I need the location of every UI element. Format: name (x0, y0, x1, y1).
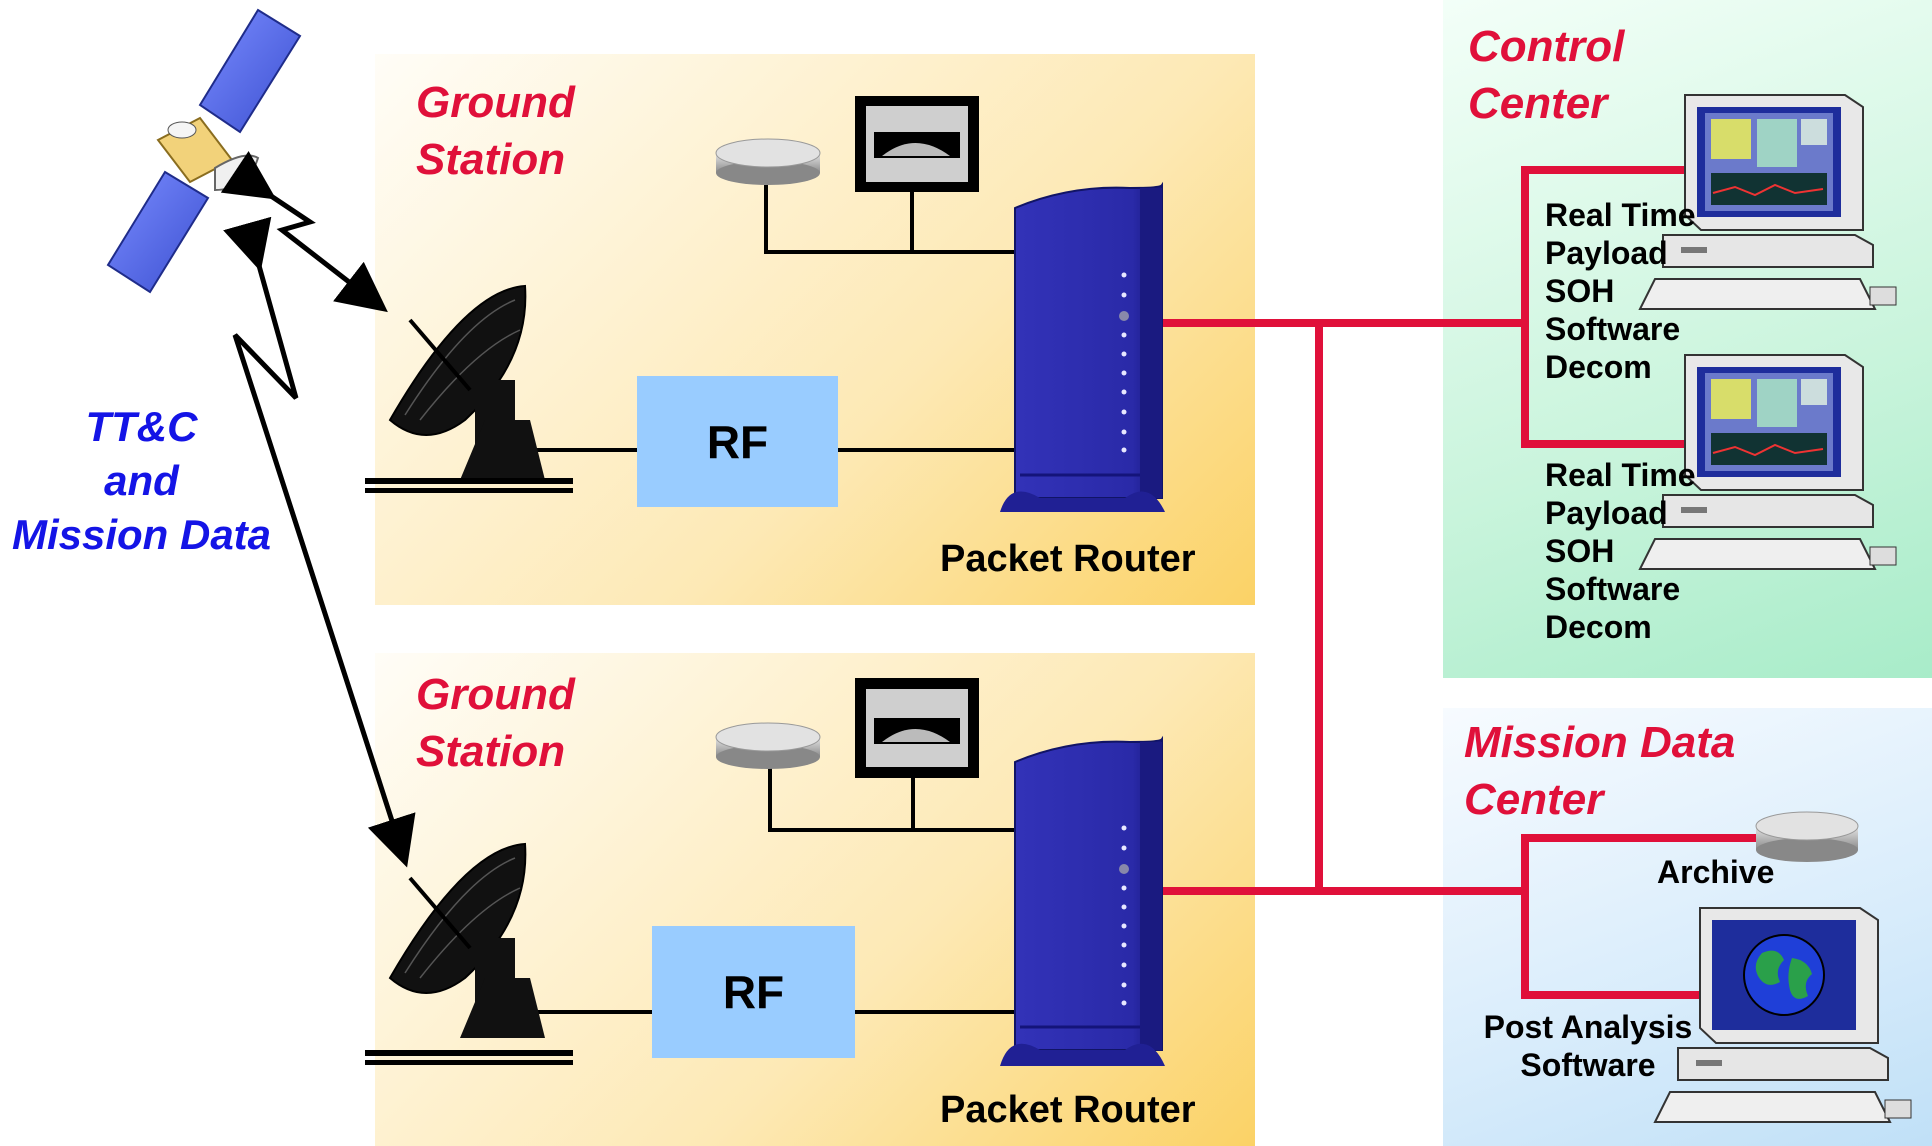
gs2-cables (520, 760, 1015, 1014)
workstation-1-label: Real Time Payload SOH Software Decom (1545, 196, 1696, 386)
ground-station-title: Ground Station (416, 74, 575, 188)
packet-router-server-icon (1000, 735, 1165, 1066)
rf-box: RF (652, 926, 855, 1058)
satellite-dish-icon (365, 842, 573, 1065)
title-line: Ground (416, 670, 575, 719)
link-label-line: TT&C (85, 403, 198, 450)
link-label: TT&C and Mission Data (4, 400, 279, 562)
title-line: Mission Data (1464, 718, 1736, 767)
workstation-label-line: Payload (1545, 495, 1668, 531)
workstation-label-line: Real Time (1545, 457, 1696, 493)
link-label-line: and (104, 457, 179, 504)
title-line: Center (1468, 79, 1608, 128)
title-line: Control (1468, 22, 1625, 71)
control-center-title: Control Center (1468, 18, 1624, 132)
disk-drive-icon (715, 722, 821, 769)
workstation-label-line: Decom (1545, 609, 1652, 645)
post-analysis-label: Post Analysis Software (1478, 1008, 1698, 1084)
satellite-dish-icon (365, 284, 573, 493)
globe-icon (1743, 934, 1825, 1016)
gs1-cables (520, 185, 1015, 452)
workstation-label-line: Payload (1545, 235, 1668, 271)
title-line: Center (1464, 775, 1604, 824)
workstation-label-line: Software (1545, 311, 1681, 347)
ground-station-title: Ground Station (416, 666, 575, 780)
packet-router-server-icon (1000, 181, 1165, 512)
satellite-icon (106, 8, 302, 294)
mission-data-center-title: Mission Data Center (1464, 714, 1735, 828)
analysis-label-line: Software (1520, 1047, 1656, 1083)
disk-drive-icon (1755, 811, 1859, 862)
workstation-computer-icon (1653, 907, 1912, 1123)
workstation-label-line: SOH (1545, 533, 1615, 569)
packet-router-label: Packet Router (940, 1089, 1196, 1131)
rf-box: RF (637, 376, 838, 507)
title-line: Station (416, 727, 566, 776)
workstation-label-line: SOH (1545, 273, 1615, 309)
workstation-2-label: Real Time Payload SOH Software Decom (1545, 456, 1696, 646)
analysis-label-line: Post Analysis (1483, 1009, 1693, 1045)
rf-link-arrows (220, 151, 416, 868)
workstation-computer-icon (1638, 354, 1897, 570)
title-line: Ground (416, 78, 575, 127)
workstation-computer-icon (1638, 94, 1897, 310)
archive-label: Archive (1657, 854, 1775, 890)
workstation-label-line: Real Time (1545, 197, 1696, 233)
disk-drive-icon (715, 138, 821, 185)
network-lines (1160, 166, 1780, 999)
title-line: Station (416, 135, 566, 184)
packet-router-label: Packet Router (940, 538, 1196, 580)
link-label-line: Mission Data (11, 511, 272, 558)
workstation-label-line: Decom (1545, 349, 1652, 385)
monitor-icon (855, 96, 979, 192)
monitor-icon (855, 678, 979, 778)
rf-label: RF (722, 966, 785, 1018)
workstation-label-line: Software (1545, 571, 1681, 607)
rf-label: RF (706, 415, 769, 468)
